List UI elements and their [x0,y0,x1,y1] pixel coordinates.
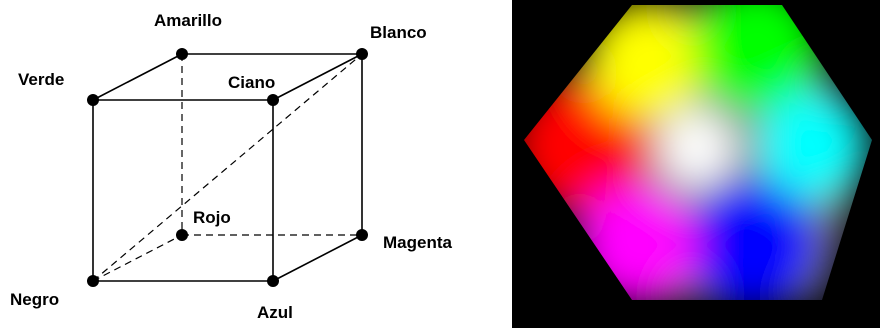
edge-negro-rojo [92,234,183,282]
vertex-verde [87,94,99,106]
label-azul: Azul [257,303,293,322]
edge-azul-magenta [272,234,363,282]
label-magenta: Magenta [383,233,453,252]
vertex-amarillo [176,48,188,60]
edge-ciano-blanco [272,53,363,101]
blue-region [687,180,817,300]
vertex-magenta [356,229,368,241]
diagonal-negro-blanco [92,53,363,282]
vertex-negro [87,275,99,287]
vertex-azul [267,275,279,287]
label-rojo: Rojo [193,208,231,227]
label-verde: Verde [18,70,64,89]
rgb-cube-wireframe: Amarillo Blanco Verde Ciano Rojo Magenta… [10,11,453,322]
vertex-ciano [267,94,279,106]
white-center [659,110,735,186]
yellow-region [587,5,707,120]
label-negro: Negro [10,290,59,309]
rgb-color-cube-render [512,0,880,328]
color-cube-svg [512,0,880,328]
vertex-blanco [356,48,368,60]
label-amarillo: Amarillo [154,11,222,30]
label-blanco: Blanco [370,23,427,42]
edge-verde-amarillo [92,53,183,101]
label-ciano: Ciano [228,73,275,92]
cyan-region [757,90,867,200]
vertex-rojo [176,229,188,241]
